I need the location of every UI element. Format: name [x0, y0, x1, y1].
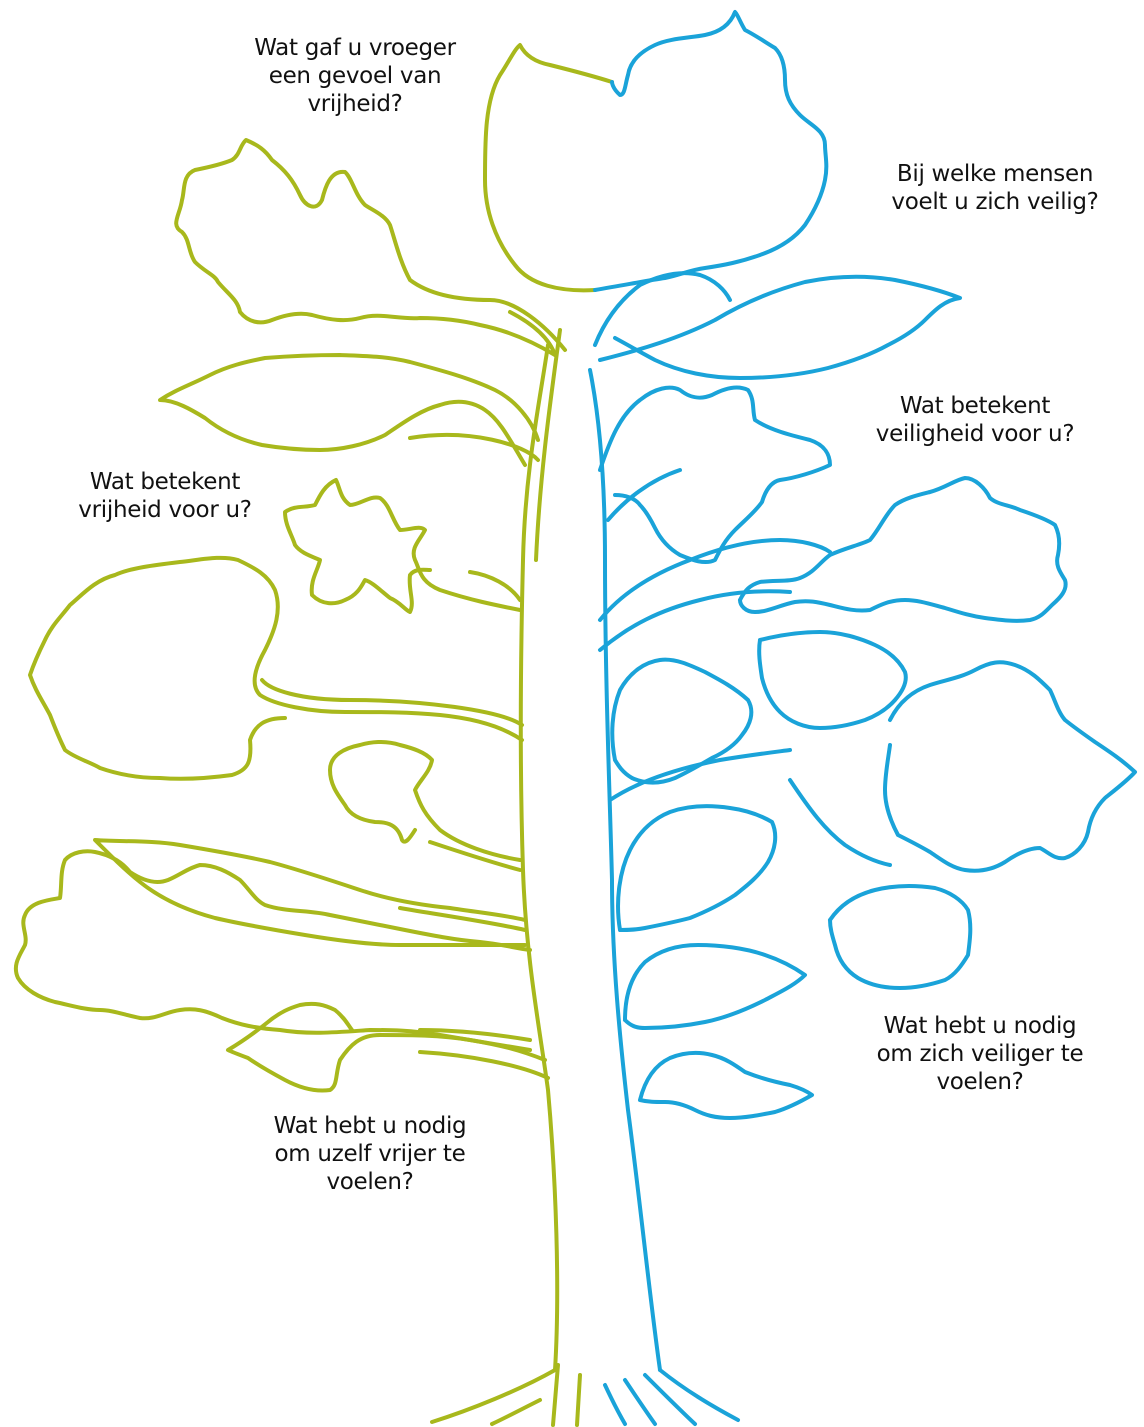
- question-freer-need-line-2: om uzelf vrijer te: [252, 1140, 488, 1168]
- leaf-maple-big-right: [885, 662, 1135, 870]
- freedom-branch-group: [16, 45, 612, 1425]
- leaf-serrated-right: [759, 632, 906, 728]
- question-safe-people-line-1: Bij welke mensen: [880, 160, 1110, 188]
- leaf-long-upper-left: [160, 355, 538, 465]
- question-freedom-past-line-1: Wat gaf u vroeger: [250, 34, 460, 62]
- stem-mid-left: [470, 572, 520, 600]
- question-safer-need-line-3: voelen?: [858, 1068, 1102, 1096]
- trunk-left-inner: [536, 330, 560, 560]
- root-right-3: [625, 1380, 655, 1424]
- question-safer-need: Wat hebt u nodig om zich veiliger te voe…: [858, 1012, 1102, 1096]
- question-freer-need-line-1: Wat hebt u nodig: [252, 1112, 488, 1140]
- question-freer-need: Wat hebt u nodig om uzelf vrijer te voel…: [252, 1112, 488, 1196]
- question-safety-meaning-line-2: veiligheid voor u?: [860, 420, 1090, 448]
- question-freedom-past-line-2: een gevoel van: [250, 62, 460, 90]
- leaf-top-green: [485, 45, 612, 290]
- root-left-4: [577, 1375, 580, 1425]
- leaf-oak-right: [740, 478, 1066, 621]
- leaf-lower-right-2: [625, 945, 805, 1028]
- root-right-4: [605, 1385, 625, 1424]
- question-safe-people: Bij welke mensen voelt u zich veilig?: [880, 160, 1110, 216]
- stem-large-left: [262, 680, 522, 725]
- branch-curve-3: [610, 750, 790, 800]
- question-freedom-meaning-line-2: vrijheid voor u?: [60, 496, 270, 524]
- branch-curve-4: [790, 780, 890, 865]
- safety-branch-group: [590, 12, 1135, 1424]
- leaf-heart-bottom: [228, 1004, 545, 1091]
- question-freedom-meaning: Wat betekent vrijheid voor u?: [60, 468, 270, 524]
- question-freedom-past: Wat gaf u vroeger een gevoel van vrijhei…: [250, 34, 460, 118]
- root-left-2: [492, 1400, 540, 1424]
- question-safer-need-line-1: Wat hebt u nodig: [858, 1012, 1102, 1040]
- leaf-heart-lower-right: [618, 806, 775, 930]
- question-safety-meaning: Wat betekent veiligheid voor u?: [860, 392, 1090, 448]
- leaf-maple-small: [285, 480, 520, 612]
- leaf-heart-right: [612, 660, 751, 783]
- question-freedom-past-line-3: vrijheid?: [250, 90, 460, 118]
- leaf-top-blue: [595, 12, 826, 290]
- question-freer-need-line-3: voelen?: [252, 1168, 488, 1196]
- leaf-heart-small: [330, 742, 520, 860]
- leaf-oak-upper: [176, 140, 565, 355]
- question-freedom-meaning-line-1: Wat betekent: [60, 468, 270, 496]
- root-right-2: [645, 1375, 695, 1424]
- leaf-maple-right: [600, 388, 830, 563]
- root-right-1: [660, 1370, 738, 1420]
- root-left-3: [553, 1365, 558, 1425]
- leaf-serrated-lower-right: [830, 886, 970, 988]
- question-safer-need-line-2: om zich veiliger te: [858, 1040, 1102, 1068]
- leaf-long-lower-left: [95, 840, 525, 945]
- leaf-heart-bottom-right: [640, 1053, 812, 1118]
- stem-top-right: [595, 273, 730, 345]
- leaf-long-upper-right: [600, 277, 960, 378]
- question-safety-meaning-line-1: Wat betekent: [860, 392, 1090, 420]
- question-safe-people-line-2: voelt u zich veilig?: [880, 188, 1110, 216]
- root-left-1: [432, 1370, 555, 1422]
